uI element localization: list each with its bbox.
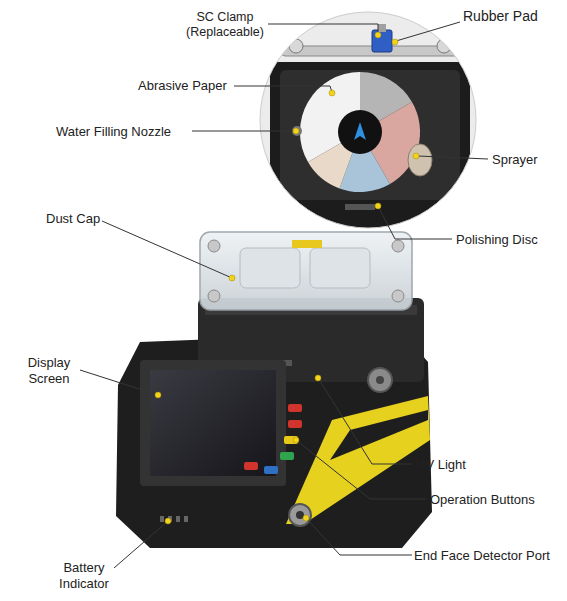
device-body-part xyxy=(376,376,384,384)
device-body-part xyxy=(368,368,392,392)
part-label: Dust Cap xyxy=(46,211,100,227)
leader-lines-part xyxy=(102,221,232,278)
leader-lines-part xyxy=(396,22,460,41)
inset-detail-part-part xyxy=(289,39,303,53)
dust-cap-part xyxy=(208,290,220,302)
leader-dots-part xyxy=(375,203,381,209)
part-label: Water Filling Nozzle xyxy=(56,124,171,140)
display-screen-part xyxy=(140,360,286,486)
part-label: Sprayer xyxy=(492,152,538,168)
leader-lines-part xyxy=(234,86,332,92)
operation-buttons-part xyxy=(244,462,258,470)
display-screen-part xyxy=(150,370,276,476)
leader-dots xyxy=(155,32,419,524)
leader-dots-part xyxy=(155,392,161,398)
dust-cap-part xyxy=(240,248,300,288)
operation-buttons-part xyxy=(288,404,302,412)
leader-lines-part xyxy=(318,378,412,464)
inset-detail-part-part xyxy=(345,204,375,210)
leader-lines-part xyxy=(296,440,426,499)
battery-indicator xyxy=(160,516,188,522)
leader-dots-part xyxy=(303,515,309,521)
leader-dots-part xyxy=(315,375,321,381)
part-label: Polishing Disc xyxy=(456,232,538,248)
leader-dots-part xyxy=(375,32,381,38)
part-label: SC Clamp (Replaceable) xyxy=(180,10,270,40)
operation-buttons-part xyxy=(288,420,302,428)
device-body-part xyxy=(330,410,428,460)
leader-lines-part xyxy=(418,156,488,159)
dust-cap xyxy=(200,232,412,310)
leader-lines-part xyxy=(192,131,296,132)
leader-lines-part xyxy=(378,206,452,239)
dust-cap-part xyxy=(200,232,412,310)
leader-lines xyxy=(80,22,488,568)
leader-lines-part xyxy=(80,370,158,395)
leader-dots-part xyxy=(293,128,299,134)
dust-cap-part xyxy=(392,290,404,302)
inset-detail-part xyxy=(270,24,470,242)
part-label: Abrasive Paper xyxy=(138,78,227,94)
inset-detail-part-part xyxy=(292,126,302,136)
part-label: UV Light xyxy=(416,457,466,473)
dust-cap-part xyxy=(392,240,404,252)
battery-indicator-part xyxy=(176,516,180,522)
battery-indicator-part xyxy=(160,516,164,522)
part-label: Display Screen xyxy=(20,355,78,386)
leader-lines-part xyxy=(114,521,168,568)
operation-buttons-part xyxy=(284,436,298,444)
inset-detail-part-part xyxy=(280,70,460,200)
inset-detail-part-part xyxy=(338,110,382,154)
inset-detail-part-part xyxy=(354,122,366,140)
device-body-part xyxy=(286,396,430,524)
part-label: Rubber Pad xyxy=(463,8,538,25)
end-face-detector-port xyxy=(289,504,311,526)
leader-dots-part xyxy=(293,437,299,443)
operation-buttons xyxy=(244,404,302,474)
leader-lines-part xyxy=(268,24,378,33)
leader-dots-part xyxy=(392,39,398,45)
leader-dots-part xyxy=(413,153,419,159)
part-label: Battery Indicator xyxy=(52,560,116,591)
inset-detail-part-part xyxy=(270,62,470,242)
inset-detail-part-part xyxy=(408,144,432,176)
dust-cap-part xyxy=(310,248,370,288)
end-face-detector-port-part xyxy=(289,504,311,526)
leader-dots-part xyxy=(165,518,171,524)
dust-cap-part xyxy=(292,240,322,248)
inset-detail-part-part xyxy=(282,46,458,56)
inset-detail-part xyxy=(260,12,476,228)
inset-detail-part-part xyxy=(372,30,392,52)
part-label: End Face Detector Port xyxy=(414,548,550,564)
operation-buttons-part xyxy=(280,452,294,460)
inset-detail-part-part xyxy=(437,39,451,53)
inset-detail-part-part xyxy=(378,24,386,32)
operation-buttons-part xyxy=(264,466,278,474)
inset-detail-part xyxy=(260,12,476,228)
part-label: Operation Buttons xyxy=(430,492,535,508)
leader-dots-part xyxy=(229,275,235,281)
battery-indicator-part xyxy=(184,516,188,522)
inset-detail xyxy=(260,12,476,242)
leader-lines-part xyxy=(306,518,412,555)
dust-cap-part xyxy=(208,240,220,252)
device-body xyxy=(116,298,432,548)
display-screen xyxy=(140,360,286,486)
leader-dots-part xyxy=(329,90,335,96)
